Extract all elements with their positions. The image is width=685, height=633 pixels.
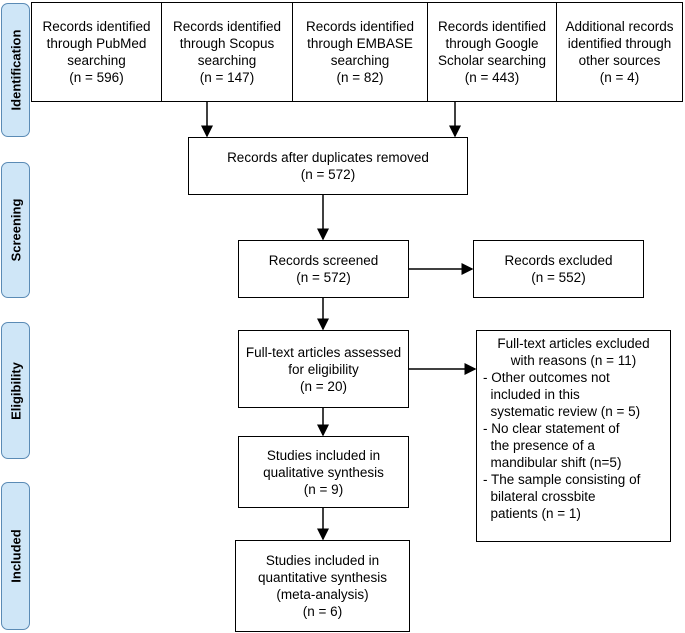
embase-line-1: Records identified [305,19,415,34]
embase-line-4: (n = 82) [336,70,384,85]
excluded-line-2: (n = 552) [531,270,586,285]
pubmed-line-3: searching [67,53,126,68]
quantitative-line-4: (n = 6) [302,604,343,619]
other-line-3: other sources [578,53,661,68]
quantitative-line-2: quantitative synthesis [257,570,388,585]
reason-line-1: - Other outcomes not [483,370,610,385]
google-line-2: through Google [445,36,539,51]
phase-included: Included [1,482,30,630]
embase-line-2: through EMBASE [307,36,413,51]
phase-identification: Identification [1,3,30,137]
reason-line-3: systematic review (n = 5) [483,404,641,419]
qualitative-line-3: (n = 9) [303,481,344,497]
google-line-3: Scholar searching [437,53,547,68]
google-line-4: (n = 443) [464,70,520,85]
reason-line-5: the presence of a [483,438,595,453]
quantitative-line-3: (meta-analysis) [276,587,369,602]
assessed-line-2: for eligibility [288,361,359,377]
excluded-title-1: Full-text articles excluded [497,336,650,351]
excluded-line-1: Records excluded [504,253,613,268]
phase-screening: Screening [1,162,30,298]
reason-line-7: - The sample consisting of [483,472,641,487]
duplicates-removed-box: Records after duplicates removed (n = 57… [188,137,468,195]
pubmed-box: Records identified through PubMed search… [31,2,162,102]
reason-line-9: patients (n = 1) [483,506,581,521]
scopus-line-3: searching [197,53,257,68]
duplicates-line-1: Records after duplicates removed [227,150,429,165]
reason-line-2: included in this [483,387,580,402]
assessed-line-3: (n = 20) [300,378,347,394]
other-line-4: (n = 4) [599,70,640,85]
reason-line-8: bilateral crossbite [483,489,596,504]
scopus-line-1: Records identified [172,19,282,34]
other-sources-box: Additional records identified through ot… [556,2,683,102]
qualitative-line-1: Studies included in [266,447,381,463]
embase-line-3: searching [330,53,390,68]
records-excluded-box: Records excluded (n = 552) [473,240,644,298]
pubmed-line-4: (n = 596) [69,70,124,85]
records-screened-box: Records screened (n = 572) [238,240,409,298]
google-line-1: Records identified [437,19,547,34]
reason-line-4: - No clear statement of [483,421,620,436]
embase-box: Records identified through EMBASE search… [292,2,428,102]
screened-line-1: Records screened [268,253,379,268]
scopus-line-4: (n = 147) [199,70,255,85]
qualitative-line-2: qualitative synthesis [263,464,384,480]
excluded-title-2: with reasons (n = 11) [510,353,637,368]
duplicates-line-2: (n = 572) [300,167,356,182]
pubmed-line-1: Records identified [42,19,151,34]
screened-line-2: (n = 572) [296,270,351,285]
fulltext-excluded-box: Full-text articles excluded with reasons… [476,330,671,542]
other-line-1: Additional records [565,19,674,34]
google-scholar-box: Records identified through Google Schola… [427,2,557,102]
scopus-line-2: through Scopus [179,36,275,51]
other-line-2: identified through [567,36,672,51]
qualitative-synthesis-box: Studies included in qualitative synthesi… [238,436,409,508]
assessed-line-1: Full-text articles assessed [245,344,402,360]
quantitative-line-1: Studies included in [265,553,380,568]
fulltext-assessed-box: Full-text articles assessed for eligibil… [238,330,409,408]
phase-eligibility: Eligibility [1,322,30,459]
pubmed-line-2: through PubMed [46,36,147,51]
scopus-box: Records identified through Scopus search… [161,2,293,102]
quantitative-synthesis-box: Studies included in quantitative synthes… [235,540,410,632]
reason-line-6: mandibular shift (n=5) [483,455,622,470]
